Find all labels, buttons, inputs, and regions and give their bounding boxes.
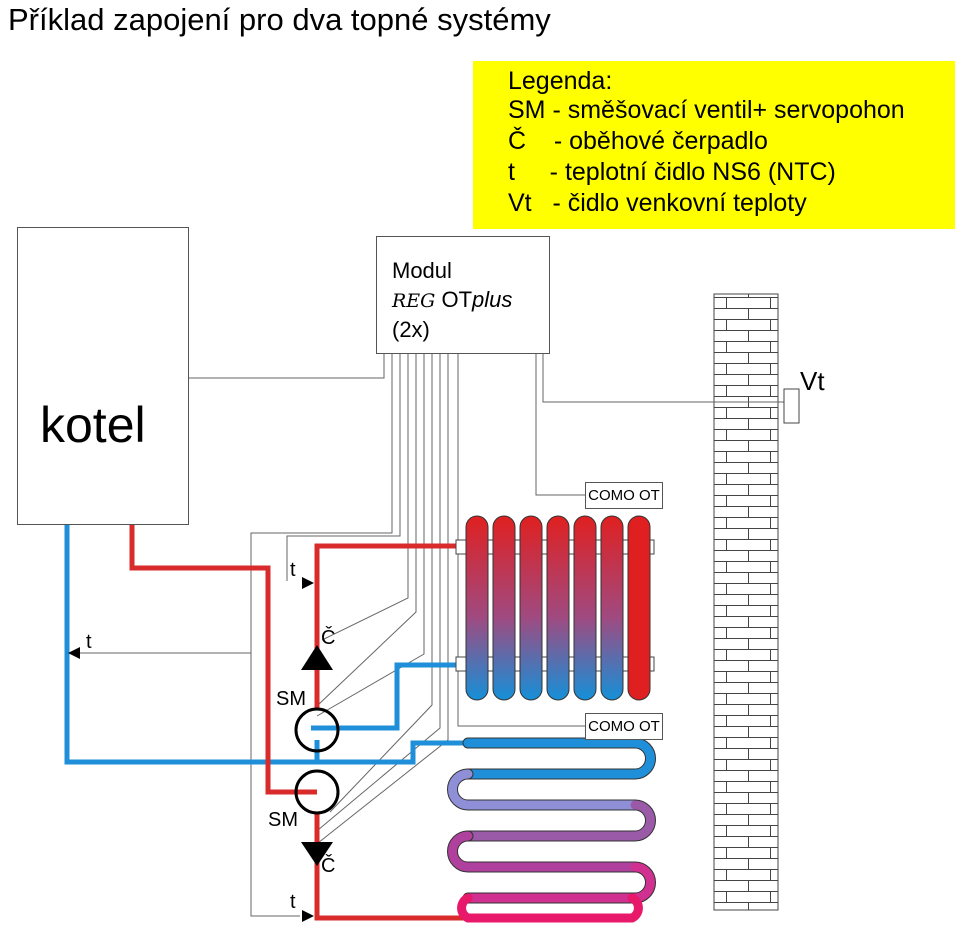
control-wires: [70, 352, 784, 917]
module-line3: (2x): [392, 317, 430, 342]
floor-heating-loop: [447, 737, 656, 923]
mixing-valve-upper: [294, 707, 340, 753]
mixing-valve-lower: [294, 769, 340, 815]
page-title: Příklad zapojení pro dva topné systémy: [8, 2, 551, 37]
pump-upper-label: Č: [321, 627, 336, 649]
legend-vt: Vt - čidlo venkovní teploty: [508, 189, 807, 217]
radiator: [455, 515, 655, 701]
boiler-label: kotel: [40, 397, 146, 453]
sensor-bottom-arrow-icon: [302, 910, 314, 922]
module-line2: REG OTplus: [392, 289, 512, 311]
sensor-left-arrow-icon: [68, 647, 80, 659]
valve-upper-label: SM: [276, 688, 306, 710]
legend-box: Legenda: SM - směšovací ventil+ servopoh…: [473, 61, 955, 229]
outdoor-sensor: [783, 388, 800, 424]
module-line1: Modul: [392, 258, 452, 283]
sensor-upper-label: t: [290, 559, 296, 581]
legend-t: t - teplotní čidlo NS6 (NTC): [508, 158, 836, 186]
control-module: Modul REG OTplus (2x): [376, 236, 550, 354]
pump-lower-label: Č: [321, 855, 336, 877]
module-reg: REG: [392, 290, 436, 312]
legend-sm: SM - směšovací ventil+ servopohon: [508, 96, 905, 124]
pump-upper-icon: [301, 645, 333, 670]
como-ot-upper: COMO OT: [585, 482, 663, 509]
module-plus: plus: [472, 287, 513, 312]
outdoor-sensor-label: Vt: [800, 366, 825, 396]
boiler: kotel: [17, 227, 189, 525]
sensor-bottom-label: t: [290, 891, 296, 913]
legend-c: Č - oběhové čerpadlo: [508, 127, 768, 155]
module-ot: OT: [435, 287, 473, 312]
sensor-upper-arrow-icon: [302, 577, 314, 589]
como-ot-lower: COMO OT: [585, 713, 663, 740]
pump-lower-icon: [301, 842, 333, 866]
valve-lower-label: SM: [268, 809, 298, 831]
sensor-left-label: t: [86, 631, 92, 653]
legend-heading: Legenda:: [508, 67, 613, 95]
wall: [713, 293, 779, 911]
